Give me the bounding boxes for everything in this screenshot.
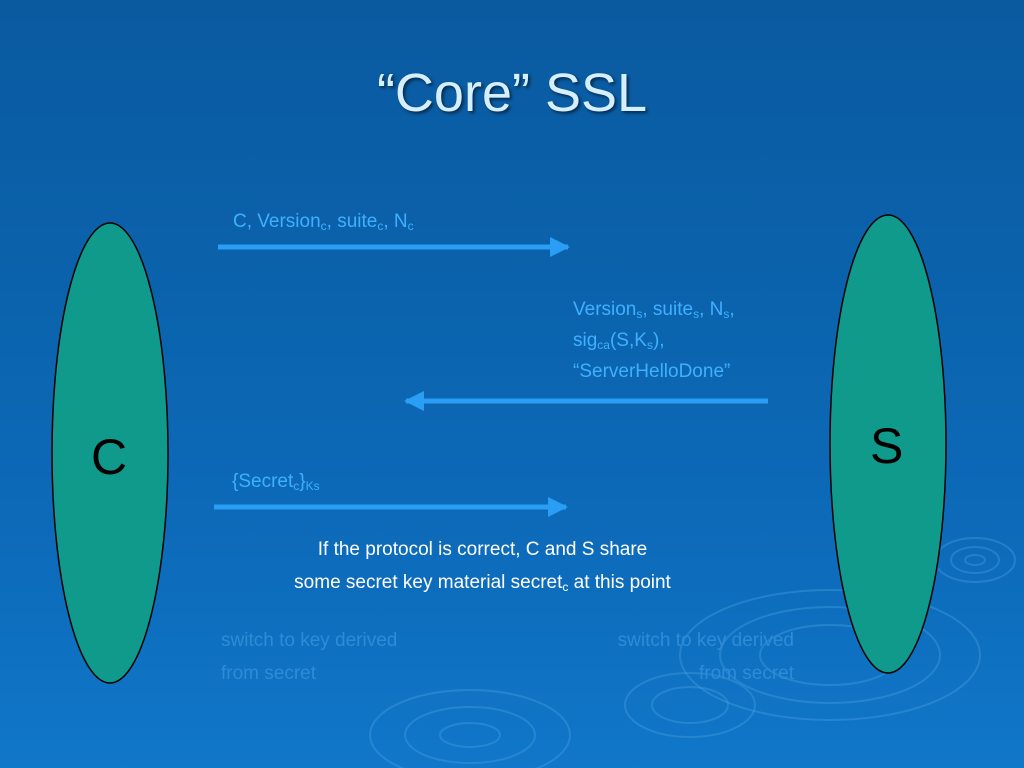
msg2-part: (S,K	[609, 330, 647, 351]
msg2-sub: ca	[597, 338, 610, 352]
msg1-part: C, Version	[233, 211, 321, 232]
message-client-hello: C, Versionc, suitec, Nc	[233, 206, 414, 237]
msg2-sub: s	[693, 307, 700, 321]
msg1-part: , suite	[326, 211, 378, 232]
msg1-sub: c	[320, 219, 327, 233]
note-line2: some secret key material secretc at this…	[200, 566, 765, 599]
msg2-part: , N	[699, 299, 724, 320]
msg2-part: ,	[729, 299, 735, 320]
protocol-note: If the protocol is correct, C and S shar…	[200, 533, 765, 599]
msg3-part: {Secret	[232, 471, 294, 492]
msg1-part: , N	[383, 211, 408, 232]
note-part: some secret key material secret	[294, 572, 563, 593]
note-line1: If the protocol is correct, C and S shar…	[317, 539, 648, 560]
msg3-sub: c	[293, 479, 300, 493]
msg2-sub: s	[636, 307, 643, 321]
msg3-part: }	[299, 471, 306, 492]
faint-right-line1: switch to key derived	[617, 630, 794, 651]
msg1-sub: c	[407, 219, 414, 233]
message-client-secret: {Secretc}Ks	[232, 466, 320, 497]
msg2-part: Version	[573, 299, 637, 320]
msg2-part: , suite	[642, 299, 694, 320]
msg2-line2: sigca(S,Ks),	[573, 325, 735, 356]
msg2-part: ),	[652, 330, 665, 351]
msg1-sub: c	[377, 219, 384, 233]
client-label: C	[91, 429, 128, 485]
server-ellipse	[829, 214, 947, 674]
client-ellipse	[51, 222, 169, 684]
server-label: S	[870, 418, 904, 474]
msg2-sub: s	[646, 338, 653, 352]
note-sub: c	[562, 580, 569, 594]
faint-right-line2: from secret	[698, 663, 794, 684]
slide-title: “Core” SSL	[376, 63, 648, 123]
msg3-sub: Ks	[305, 479, 320, 493]
msg2-sub: s	[723, 307, 730, 321]
message-server-hello: Versions, suites, Ns, sigca(S,Ks), “Serv…	[573, 294, 735, 387]
faint-left-line2: from secret	[221, 663, 317, 684]
note-part: at this point	[568, 572, 671, 593]
msg2-part: sig	[573, 330, 598, 351]
msg2-line3: “ServerHelloDone”	[573, 361, 731, 382]
msg2-line1: Versions, suites, Ns,	[573, 294, 735, 325]
faint-text-right: switch to key derived from secret	[582, 624, 794, 690]
faint-text-left: switch to key derived from secret	[221, 624, 397, 690]
faint-left-line1: switch to key derived	[221, 630, 398, 651]
